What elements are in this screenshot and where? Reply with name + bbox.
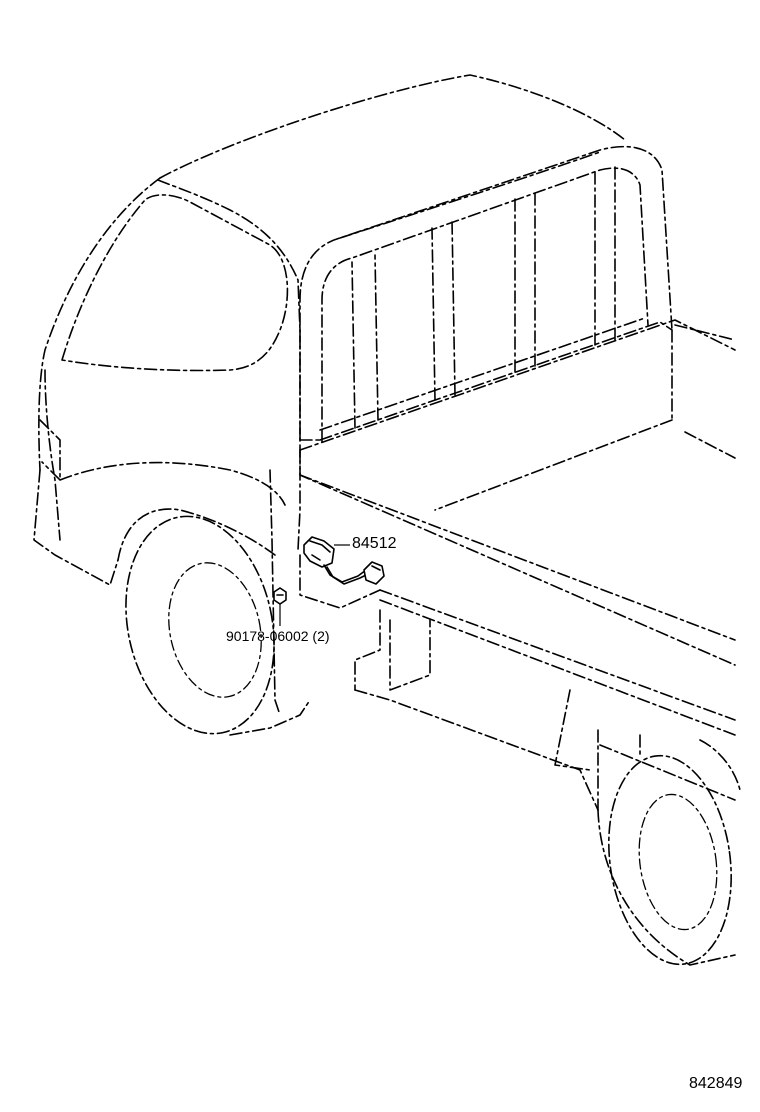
screw-part-number-label: 90178-06002 (2)	[226, 628, 330, 644]
switch-part	[303, 536, 385, 585]
cargo-bed	[299, 319, 736, 666]
front-wheel	[117, 508, 311, 736]
chassis-frame	[299, 554, 736, 811]
diagram-reference-number: 842849	[689, 1075, 743, 1092]
truck-cab	[33, 74, 626, 716]
cargo-rack-frame	[299, 145, 673, 443]
rear-wheel	[597, 739, 741, 966]
screw-part	[273, 587, 287, 605]
switch-part-number-label: 84512	[352, 535, 397, 552]
